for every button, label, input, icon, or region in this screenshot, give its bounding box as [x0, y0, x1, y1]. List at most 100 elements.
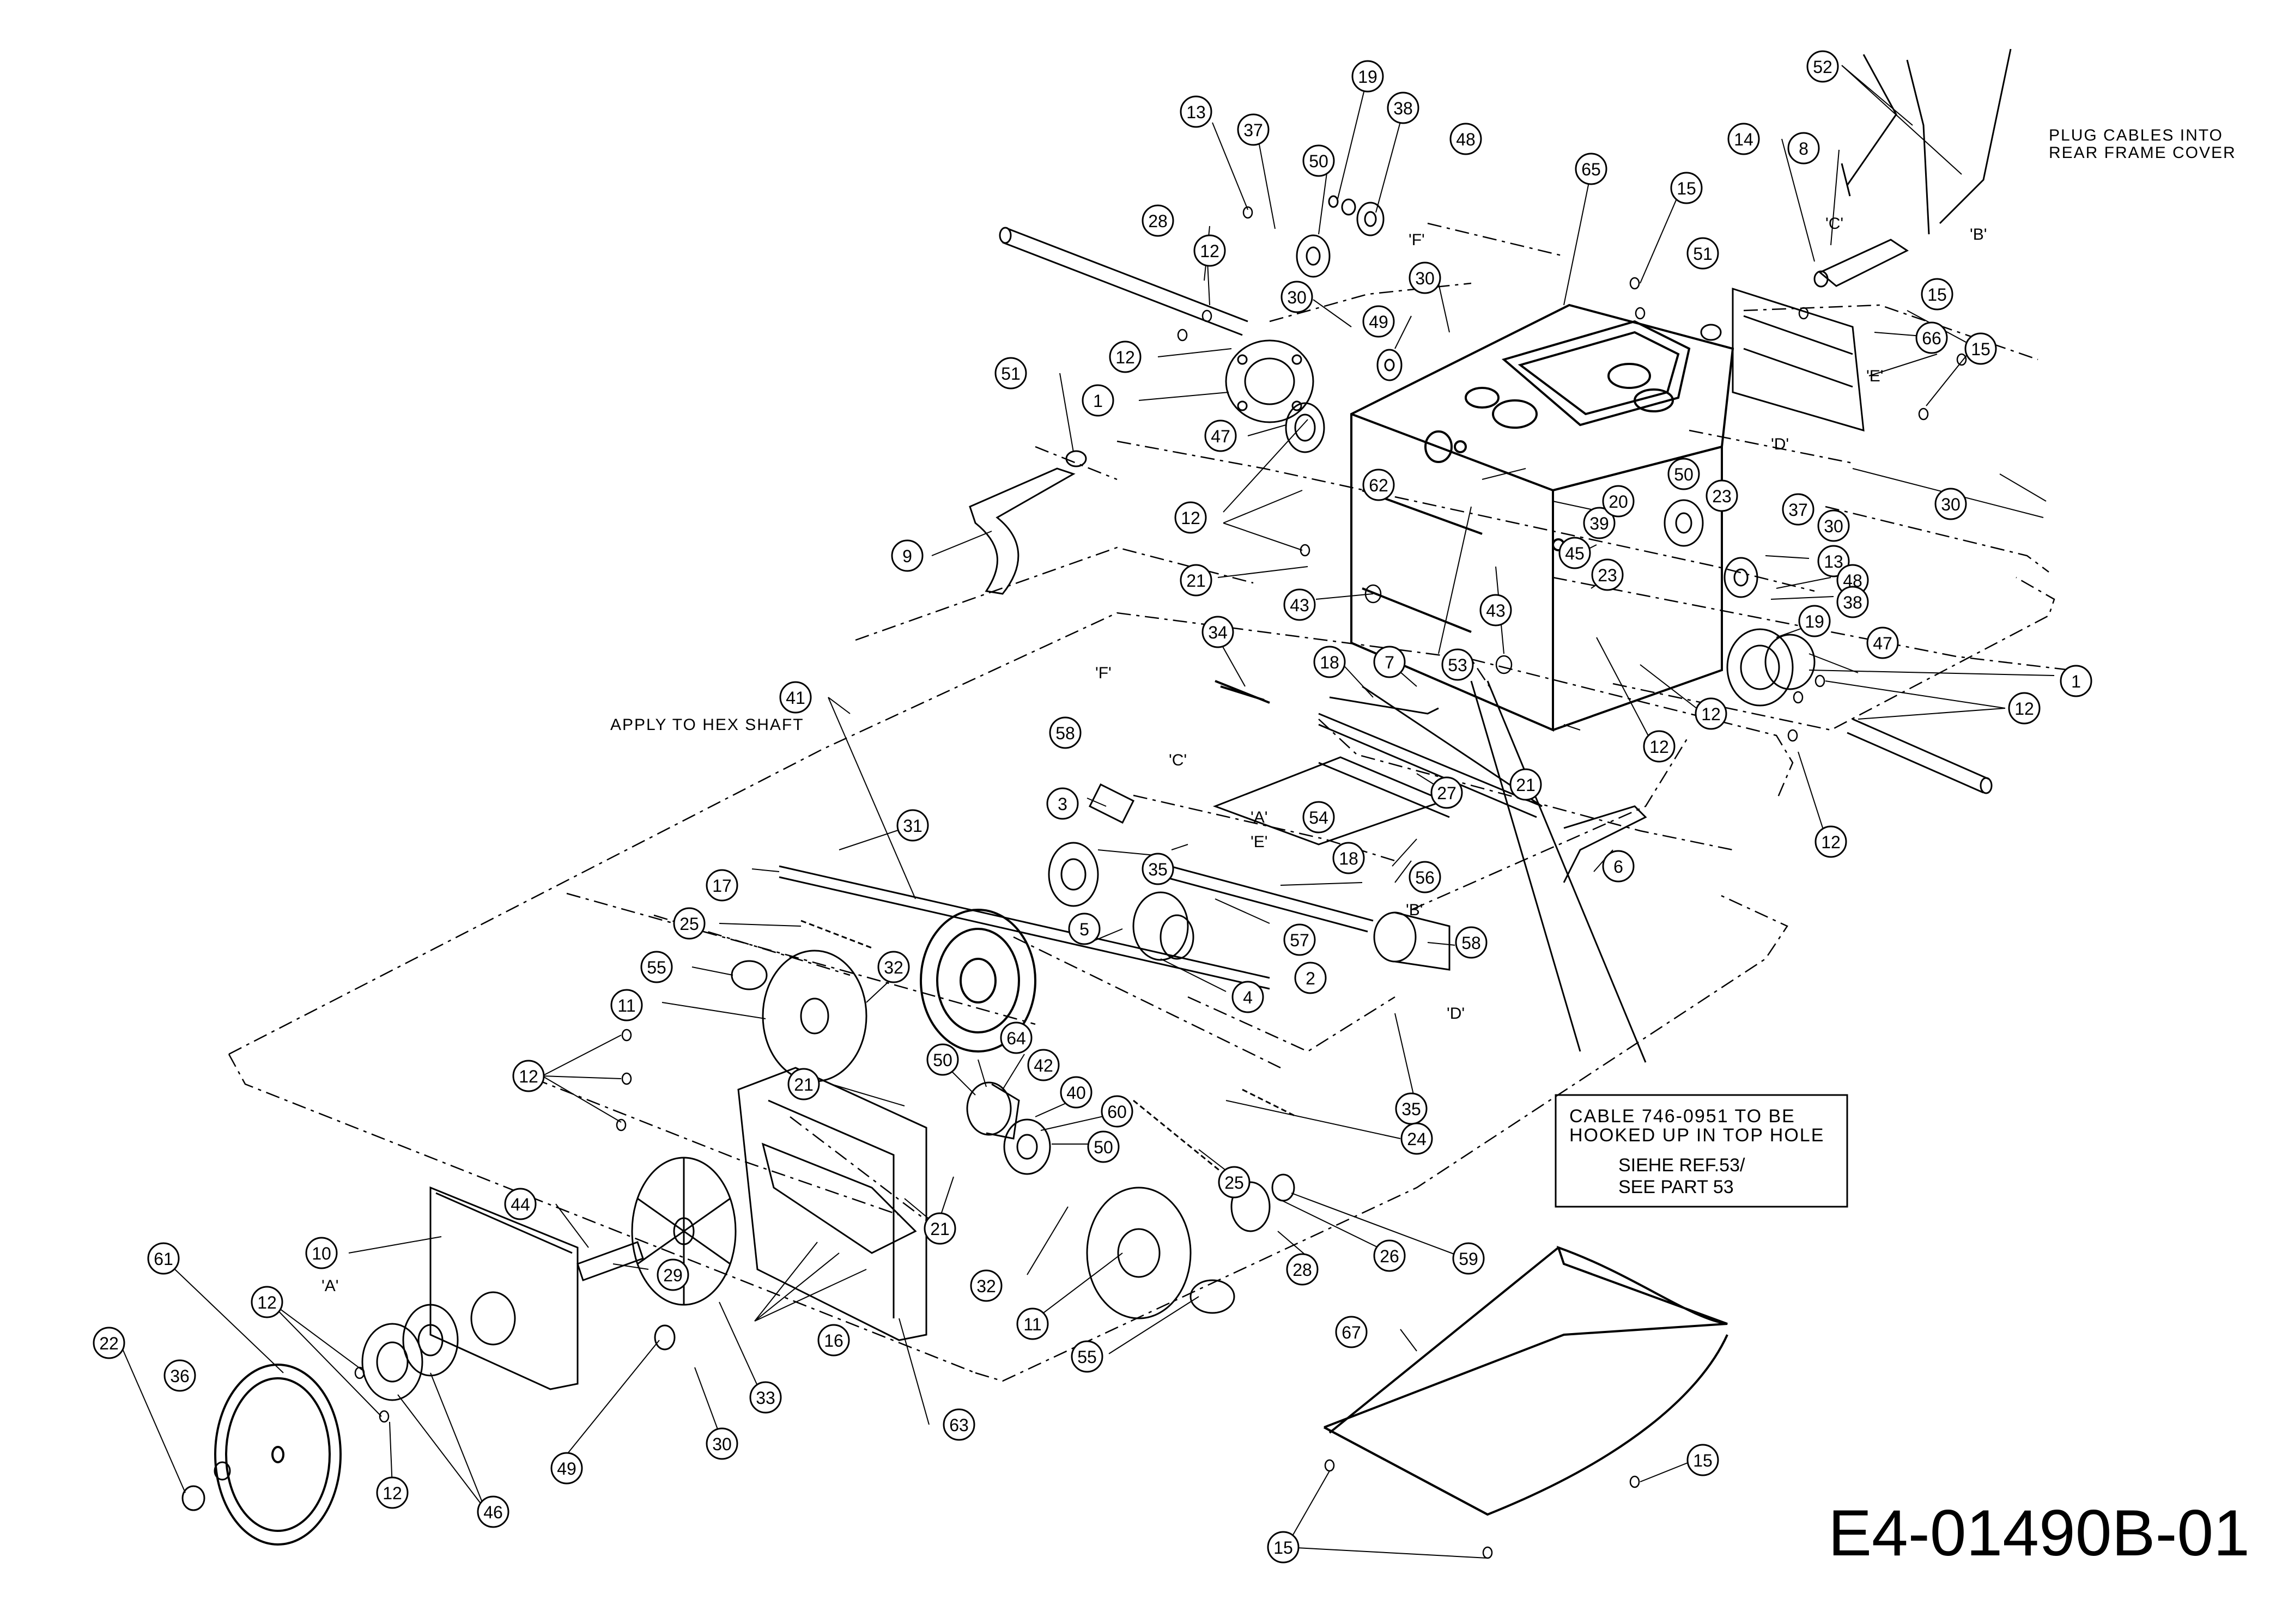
callout-number: 50 [1094, 1138, 1113, 1157]
callout-circle [1686, 237, 1719, 270]
callout-number: 43 [1290, 595, 1309, 615]
callout-number: 46 [483, 1503, 503, 1522]
callout-number: 40 [1066, 1083, 1086, 1103]
ref-E-right: 'E' [1866, 367, 1883, 385]
shaft-18-lower [1144, 860, 1374, 933]
pulley-50-60 [1003, 1118, 1051, 1175]
plate-10 [429, 1186, 579, 1390]
callout-circle [1362, 305, 1395, 338]
callout-circle [1000, 1021, 1033, 1054]
callout-circle [1286, 1253, 1319, 1286]
callout-circle [706, 869, 738, 902]
callout-number: 35 [1401, 1099, 1421, 1119]
callout-circle [1302, 144, 1335, 177]
callout-27: 27 [1430, 776, 1463, 809]
callout-circle [657, 1258, 689, 1291]
callout-23: 23 [1591, 558, 1624, 591]
flange-bearing-46 [361, 1304, 459, 1401]
callout-number: 23 [1712, 486, 1732, 506]
callout-18: 18 [1313, 646, 1346, 678]
ref-F-top: 'F' [1409, 231, 1425, 249]
callout-number: 58 [1055, 723, 1075, 743]
callout-42: 42 [1027, 1049, 1060, 1081]
callout-circle [1193, 234, 1226, 267]
bushing-55-upper [731, 960, 768, 990]
callout-circle [1814, 825, 1847, 858]
ref-B-top: 'B' [1970, 226, 1987, 244]
callout-number: 25 [679, 914, 699, 934]
sprocket-4 [1132, 891, 1194, 961]
callout-number: 59 [1459, 1249, 1478, 1269]
callout-number: 51 [1693, 244, 1713, 264]
callout-12: 12 [251, 1286, 283, 1318]
callout-9: 9 [891, 539, 924, 572]
callout-circle [817, 1324, 850, 1357]
spring-34 [1215, 680, 1270, 704]
callout-30: 30 [706, 1427, 738, 1460]
callout-50: 50 [926, 1043, 959, 1076]
callout-number: 49 [557, 1459, 576, 1479]
callout-number: 29 [663, 1266, 683, 1285]
callout-circle [1060, 1076, 1093, 1109]
callout-circle [1409, 861, 1441, 893]
callout-12: 12 [2008, 692, 2041, 725]
callout-circle [1787, 132, 1820, 165]
callout-circle [376, 1476, 409, 1509]
callout-49: 49 [550, 1452, 583, 1485]
chain-24 [1133, 1088, 1297, 1172]
callout-36: 36 [163, 1359, 196, 1392]
callout-15: 15 [1964, 332, 1997, 365]
callout-37: 37 [1237, 113, 1270, 146]
callout-circle [1575, 153, 1607, 185]
callout-circle [1686, 1444, 1719, 1476]
callout-number: 34 [1208, 623, 1228, 642]
callout-number: 65 [1581, 160, 1601, 179]
callout-number: 12 [1821, 832, 1841, 852]
callout-circle [2060, 665, 2092, 697]
callout-23: 23 [1706, 479, 1738, 512]
washer-49-lower [654, 1324, 676, 1351]
callout-number: 10 [312, 1244, 331, 1263]
callout-number: 67 [1342, 1323, 1361, 1342]
callout-1: 1 [2060, 665, 2092, 697]
callout-circle [1280, 281, 1313, 313]
callout-19: 19 [1798, 605, 1831, 637]
callout-number: 21 [1516, 775, 1536, 795]
callout-56: 56 [1409, 861, 1441, 893]
callout-51: 51 [1686, 237, 1719, 270]
callout-10: 10 [305, 1237, 338, 1269]
sprocket-11-lower [1086, 1187, 1192, 1319]
callout-43: 43 [1479, 594, 1512, 627]
callout-39: 39 [1583, 507, 1616, 539]
callout-number: 22 [99, 1334, 119, 1353]
callout-number: 66 [1922, 329, 1941, 348]
callout-12: 12 [1193, 234, 1226, 267]
callout-30: 30 [1934, 488, 1967, 520]
callout-32: 32 [877, 951, 910, 983]
hex-shaft-17 [779, 865, 1270, 990]
callout-number: 27 [1437, 783, 1456, 803]
bearing-flange-right-1 [1726, 628, 1816, 707]
ref-B-mid: 'B' [1406, 901, 1423, 919]
callout-58: 58 [1049, 716, 1082, 749]
bearing-47-left [1285, 402, 1325, 453]
callout-number: 12 [1115, 348, 1135, 367]
callout-circle [1283, 923, 1316, 956]
callout-circle [749, 1381, 782, 1414]
callout-circle [877, 951, 910, 983]
pulley-50-top [1296, 234, 1331, 278]
cable-note-line2: HOOKED UP IN TOP HOLE [1569, 1125, 1824, 1146]
callout-circle [1180, 564, 1212, 597]
callout-17: 17 [706, 869, 738, 902]
callout-26: 26 [1373, 1239, 1406, 1272]
callout-circle [1409, 261, 1441, 294]
callout-51: 51 [994, 357, 1027, 390]
callout-50: 50 [1667, 458, 1700, 490]
callout-circle [1049, 716, 1082, 749]
callout-circle [1180, 95, 1212, 128]
ref-C-top: 'C' [1825, 215, 1843, 233]
callout-number: 12 [257, 1293, 277, 1312]
callout-number: 28 [1148, 211, 1168, 231]
callout-3: 3 [1046, 787, 1079, 820]
